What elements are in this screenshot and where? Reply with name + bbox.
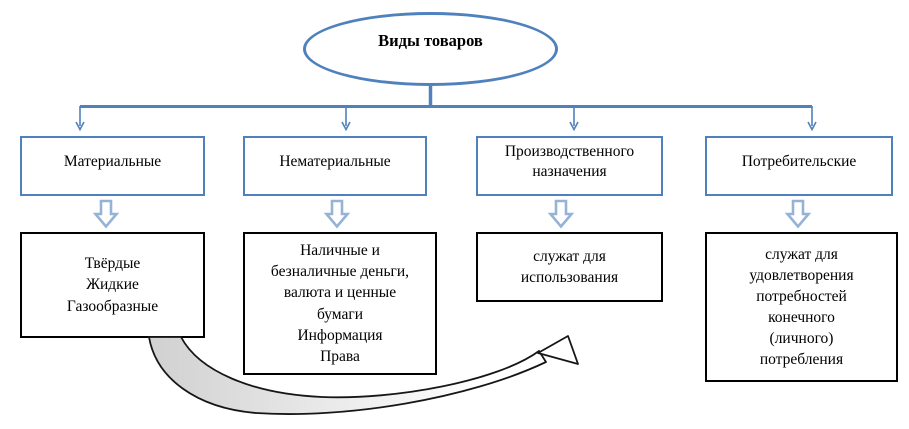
down-block-arrow-4 bbox=[784, 199, 812, 229]
category-box-materialnye: Материальные bbox=[20, 136, 205, 196]
tree-connector-lines bbox=[75, 83, 817, 132]
category-label: Производственного назначения bbox=[504, 143, 635, 180]
category-label: Материальные bbox=[63, 152, 162, 170]
detail-box-nematerialnye: Наличные и безналичные деньги, валюта и … bbox=[243, 232, 437, 375]
connector-drop-arrow-1 bbox=[75, 106, 85, 132]
down-block-arrow-1 bbox=[92, 199, 120, 229]
category-label: Нематериальные bbox=[279, 152, 391, 170]
curved-arrow-head bbox=[537, 335, 579, 365]
category-box-nematerialnye: Нематериальные bbox=[243, 136, 427, 196]
connector-drop-arrow-3 bbox=[569, 106, 579, 132]
category-box-potrebitelskie: Потребительские bbox=[705, 136, 893, 196]
connector-drop-arrow-4 bbox=[807, 106, 817, 132]
connector-drop-arrow-2 bbox=[341, 106, 351, 132]
down-block-arrow-3 bbox=[547, 199, 575, 229]
detail-box-potrebitelskie: служат для удовлетворения потребностей к… bbox=[705, 232, 898, 382]
root-node-label: Виды товаров bbox=[378, 31, 483, 50]
detail-box-materialnye: Твёрдые Жидкие Газообразные bbox=[20, 232, 205, 338]
detail-text: служат для удовлетворения потребностей к… bbox=[749, 245, 854, 369]
root-node: Виды товаров bbox=[303, 12, 558, 86]
detail-text: служат для использования bbox=[520, 247, 619, 286]
category-label: Потребительские bbox=[741, 152, 857, 170]
detail-box-proizvodstvennogo: служат для использования bbox=[476, 232, 663, 302]
detail-text: Наличные и безналичные деньги, валюта и … bbox=[270, 242, 410, 365]
category-box-proizvodstvennogo: Производственного назначения bbox=[476, 136, 663, 196]
detail-text: Твёрдые Жидкие Газообразные bbox=[66, 255, 159, 315]
down-block-arrow-2 bbox=[323, 199, 351, 229]
